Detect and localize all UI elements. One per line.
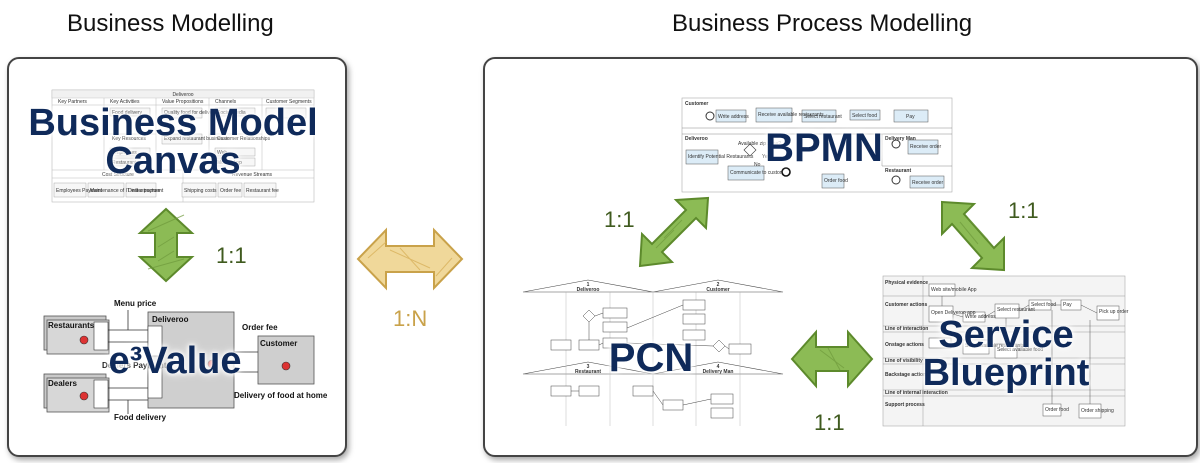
e3value-actor-3: Customer bbox=[260, 339, 297, 348]
blueprint-box-2: Select restaurant bbox=[997, 307, 1035, 313]
pcn-domain-3: Delivery Man bbox=[703, 369, 734, 375]
e3value-thumbnail: Menu price Restaurants Dealers Deliveroo… bbox=[43, 299, 328, 422]
bpmn-task-1: Receive available restaurants bbox=[758, 112, 824, 118]
section-title-business-process-modelling: Business Process Modelling bbox=[672, 10, 973, 37]
pcn-domain-2: Restaurant bbox=[575, 369, 601, 375]
bmc-cell-7: Mobile App bbox=[217, 160, 242, 166]
bpmn-lane-0: Customer bbox=[685, 101, 708, 107]
bpmn-task-5: Identify Potential Restaurants bbox=[688, 154, 754, 160]
blueprint-box-5: Pick up order bbox=[1099, 309, 1129, 315]
bpmn-thumbnail: Customer Deliveroo Delivery Man Restaura… bbox=[681, 97, 953, 193]
blueprint-box-7: Send available restaurants bbox=[965, 343, 1025, 349]
bpmn-label: BPMN bbox=[765, 126, 883, 170]
pcn-blueprint-double-arrow bbox=[790, 329, 874, 389]
e3value-flow-2: Food delivery bbox=[114, 413, 167, 422]
blueprint-box-3: Select food bbox=[1031, 302, 1056, 308]
service-blueprint-thumbnail: Physical evidence Customer actions Line … bbox=[882, 275, 1129, 427]
bmc-header-2: Value Propositions bbox=[162, 99, 204, 105]
bmc-cell-9: Expand restaurant businesse bbox=[164, 136, 229, 142]
bpmn-task-4: Pay bbox=[906, 114, 915, 120]
blueprint-row-2: Line of interaction bbox=[885, 326, 928, 332]
bmc-revenue-header: Revenue Streams bbox=[232, 172, 273, 178]
bmc-header-1: Key Activities bbox=[110, 99, 140, 105]
blueprint-box-8: Select available food bbox=[997, 347, 1043, 353]
e3value-flow-3: Order fee bbox=[242, 323, 278, 332]
e3value-actor-0: Restaurants bbox=[48, 321, 95, 330]
business-model-canvas-thumbnail: Deliveroo Key Partners Key Activities Va… bbox=[51, 89, 315, 203]
section-title-business-modelling: Business Modelling bbox=[67, 10, 274, 37]
bpmn-lane-2: Delivery Man bbox=[885, 136, 916, 142]
ratio-bpmn-pcn: 1:1 bbox=[604, 207, 635, 232]
bpmn-task-7: Communicate to customer bbox=[730, 170, 789, 176]
blueprint-row-5: Backstage actions bbox=[885, 372, 929, 378]
bmc-header-4: Customer Segments bbox=[266, 99, 312, 105]
bmc-header-0: Key Partners bbox=[58, 99, 87, 105]
bpmn-task-0: Write address bbox=[718, 114, 749, 120]
bmc-bottom-5: Restaurant fee bbox=[246, 188, 279, 194]
blueprint-row-1: Customer actions bbox=[885, 302, 927, 308]
pcn-number-3: 4 bbox=[717, 364, 720, 370]
e3value-actor-2: Deliveroo bbox=[152, 315, 189, 324]
ratio-between-sections: 1:N bbox=[393, 306, 428, 331]
bmc-cost-header: Cost Structure bbox=[102, 172, 134, 178]
blueprint-row-6: Line of internal interaction bbox=[885, 390, 948, 396]
bmc-cell-3: Restaurants bbox=[112, 160, 139, 166]
bmc-bottom-4: Order fee bbox=[220, 188, 241, 194]
pcn-label: PCN bbox=[608, 336, 694, 380]
blueprint-row-3: Onstage actions bbox=[885, 342, 924, 348]
blueprint-box-1: Write address bbox=[965, 314, 996, 320]
blueprint-box-10: Order shipping bbox=[1081, 408, 1114, 414]
pcn-domain-0: Deliveroo bbox=[577, 287, 600, 293]
blueprint-box-4: Pay bbox=[1063, 302, 1072, 308]
e3value-flow-1: Dealers Payment bbox=[102, 361, 167, 370]
bpmn-task-9: Receive order bbox=[910, 144, 941, 150]
bpmn-blueprint-double-arrow bbox=[941, 200, 1005, 272]
pcn-thumbnail: 1 Deliveroo 2 Customer 3 Restaurant 4 De… bbox=[522, 278, 784, 426]
bpmn-task-6: Available zip zone? bbox=[738, 141, 781, 147]
bmc-cell-6: Web bbox=[217, 150, 227, 156]
e3value-actor-1: Dealers bbox=[48, 379, 77, 388]
bpmn-gateway-no: No bbox=[754, 162, 761, 168]
bmc-cell-8: Quality food for delivery bbox=[164, 110, 217, 116]
pcn-number-0: 1 bbox=[587, 282, 590, 288]
bmc-cell-4: Social media bbox=[217, 110, 246, 116]
blueprint-row-0: Physical evidence bbox=[885, 280, 928, 286]
bmc-e3value-double-arrow bbox=[137, 207, 195, 283]
bmc-cell-0: Food delivery bbox=[112, 110, 143, 116]
bmc-bottom-0: Employees Payment bbox=[56, 188, 102, 194]
e3value-label: e³Value bbox=[108, 340, 242, 382]
sections-double-arrow bbox=[356, 227, 464, 291]
bmc-header-3: Channels bbox=[215, 99, 237, 105]
bmc-cell-2: Employees bbox=[112, 150, 137, 156]
bmc-bottom-3: Shipping costs bbox=[184, 188, 217, 194]
business-model-canvas-label: Business Model Canvas bbox=[28, 102, 318, 182]
bmc-cell-5: Customer Relationships bbox=[217, 136, 271, 142]
bpmn-pcn-double-arrow bbox=[638, 196, 710, 268]
blueprint-box-6: Open Deliveroo app bbox=[931, 310, 976, 316]
ratio-bmc-e3value: 1:1 bbox=[216, 243, 247, 268]
e3value-flow-4: Delivery of food at home bbox=[234, 391, 328, 400]
bpmn-gateway-yes: Yes bbox=[762, 154, 771, 160]
bmc-bottom-2: Dealer payment bbox=[128, 188, 164, 194]
bmc-thumb-title: Deliveroo bbox=[172, 92, 193, 98]
bpmn-task-3: Select food bbox=[852, 113, 877, 119]
bpmn-lane-3: Restaurant bbox=[885, 168, 911, 174]
blueprint-row-7: Support process bbox=[885, 402, 925, 408]
ratio-bpmn-blueprint: 1:1 bbox=[1008, 198, 1039, 223]
blueprint-row-4: Line of visibility bbox=[885, 358, 923, 364]
pcn-number-2: 3 bbox=[587, 364, 590, 370]
pcn-domain-1: Customer bbox=[706, 287, 729, 293]
blueprint-box-0: Web site/mobile App bbox=[931, 287, 977, 293]
e3value-flow-0: Menu price bbox=[114, 299, 157, 308]
bpmn-task-8: Order food bbox=[824, 178, 848, 184]
service-blueprint-label: Service Blueprint bbox=[922, 314, 1090, 394]
bpmn-lane-1: Deliveroo bbox=[685, 136, 708, 142]
bmc-bottom-1: Maintenance of IT infrastructure bbox=[90, 188, 161, 194]
bpmn-task-10: Receive order bbox=[912, 180, 943, 186]
ratio-pcn-blueprint: 1:1 bbox=[814, 410, 845, 435]
bmc-cell-1: Key Resources bbox=[112, 136, 146, 142]
blueprint-box-9: Order food bbox=[1045, 407, 1069, 413]
bpmn-task-2: Select restaurant bbox=[804, 114, 842, 120]
pcn-number-1: 2 bbox=[717, 282, 720, 288]
